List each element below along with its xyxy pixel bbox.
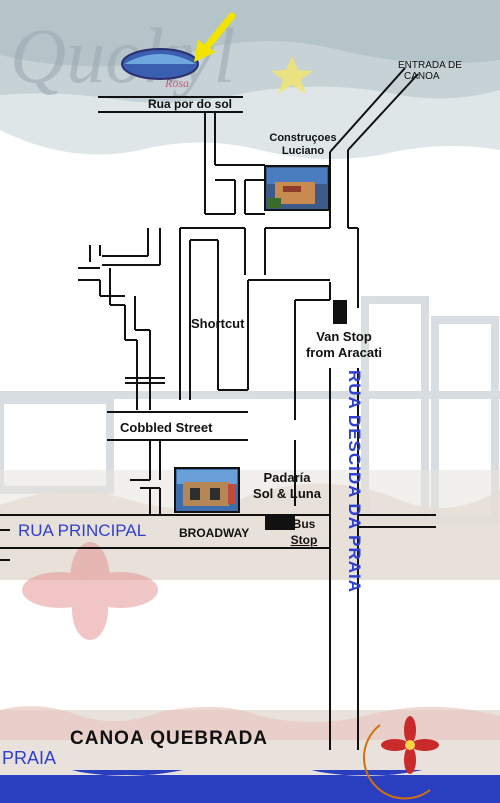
padaria-photo (174, 467, 240, 513)
rua-por-do-sol-label: Rua por do sol (148, 97, 232, 111)
broadway-label: BROADWAY (179, 526, 250, 540)
arrow-icon (194, 12, 236, 62)
logo-text: Rosa (164, 76, 189, 90)
padaria-line2: Sol & Luna (253, 486, 321, 501)
lower-wave (0, 483, 500, 580)
padaria-line1: Padaría (263, 470, 311, 485)
bus-stop-line1: Bus (292, 517, 316, 531)
van-stop-line2: from Aracati (305, 345, 383, 360)
entrada-de-canoa-label: ENTRADA DE CANOA (398, 60, 478, 82)
canoa-quebrada-label: CANOA QUEBRADA (70, 728, 269, 749)
flower-decoration (22, 542, 158, 640)
entrada-line1: ENTRADA DE (398, 60, 462, 71)
van-stop-marker (333, 300, 347, 324)
moon-icon (363, 724, 431, 800)
shortcut-label: Shortcut (191, 316, 245, 331)
star-flower-icon (381, 716, 439, 774)
cobbled-street-label: Cobbled Street (120, 420, 213, 435)
logo: Rosa (121, 48, 199, 90)
padaria-label: Padaría Sol & Luna (243, 470, 331, 502)
van-stop-label: Van Stop from Aracati (292, 329, 396, 361)
bus-stop-label: Bus Stop (286, 516, 322, 548)
entrada-line2: CANOA (404, 71, 440, 82)
top-mosaic: Quokyl (0, 0, 500, 159)
roads (0, 67, 436, 750)
construcoes-line2: Luciano (281, 145, 325, 157)
construcoes-photo (264, 165, 330, 211)
construcoes-label: Construçoes Luciano (255, 132, 351, 158)
rua-principal-label: RUA PRINCIPAL (18, 521, 147, 540)
construcoes-line1: Construçoes (269, 132, 337, 144)
rua-descida-da-praia-label: RUA DESCIDA DA PRAIA (345, 370, 364, 594)
van-stop-line1: Van Stop (316, 329, 372, 344)
praia-label: PRAIA (2, 748, 57, 768)
bus-stop-marker (265, 515, 295, 530)
bottom-band (0, 706, 500, 803)
bus-stop-line2: Stop (290, 533, 318, 547)
